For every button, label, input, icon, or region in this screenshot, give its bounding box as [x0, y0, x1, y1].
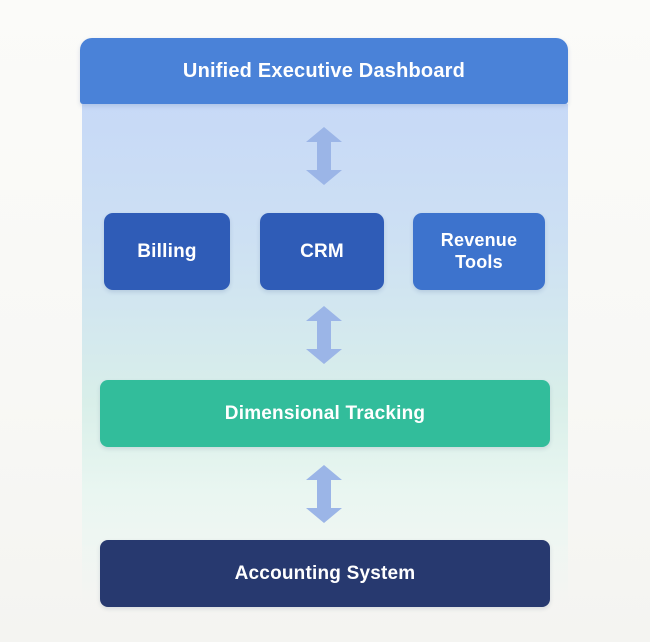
crm-node-label: CRM	[300, 240, 344, 262]
accounting-system-label: Accounting System	[234, 562, 416, 584]
architecture-diagram: Unified Executive Dashboard Billing CRM …	[80, 38, 568, 620]
dimensional-tracking-label: Dimensional Tracking	[224, 402, 426, 424]
dashboard-header-label: Unified Executive Dashboard	[182, 59, 466, 82]
accounting-system-node: Accounting System	[100, 540, 550, 607]
bidirectional-arrow-icon	[306, 127, 342, 185]
billing-node-label: Billing	[137, 240, 197, 262]
crm-node: CRM	[260, 213, 384, 290]
billing-node: Billing	[104, 213, 230, 290]
revenue-tools-node: Revenue Tools	[413, 213, 545, 290]
bidirectional-arrow-icon	[306, 306, 342, 364]
bidirectional-arrow-icon	[306, 465, 342, 523]
revenue-tools-node-label: Revenue Tools	[440, 229, 518, 272]
dashboard-header-node: Unified Executive Dashboard	[80, 38, 568, 104]
dimensional-tracking-node: Dimensional Tracking	[100, 380, 550, 447]
